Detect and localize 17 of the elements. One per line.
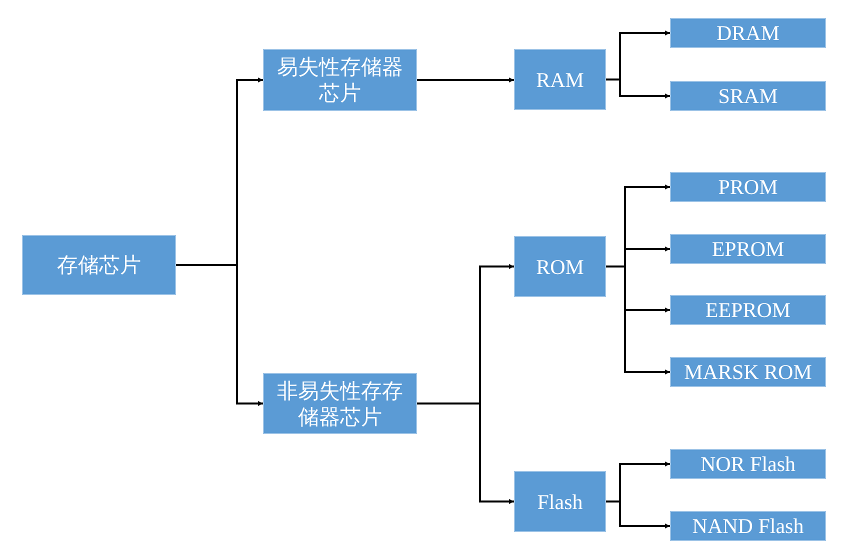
process-box: RAM bbox=[514, 49, 606, 110]
process-box: MARSK ROM bbox=[670, 357, 826, 387]
process-box: 易失性存储器芯片 bbox=[263, 49, 417, 111]
process-box: NAND Flash bbox=[670, 511, 826, 541]
arrow bbox=[606, 78, 670, 98]
process-box: 非易失性存存储器芯片 bbox=[263, 373, 417, 434]
process-box: SRAM bbox=[670, 81, 826, 111]
arrow bbox=[606, 500, 670, 528]
process-box: EPROM bbox=[670, 234, 826, 264]
process-box: 存储芯片 bbox=[22, 235, 176, 295]
process-box: NOR Flash bbox=[670, 449, 826, 479]
process-box: DRAM bbox=[670, 18, 826, 48]
process-box: ROM bbox=[514, 236, 606, 297]
process-box: EEPROM bbox=[670, 295, 826, 325]
process-box: Flash bbox=[514, 471, 606, 532]
arrow bbox=[417, 78, 514, 82]
process-box: PROM bbox=[670, 172, 826, 202]
